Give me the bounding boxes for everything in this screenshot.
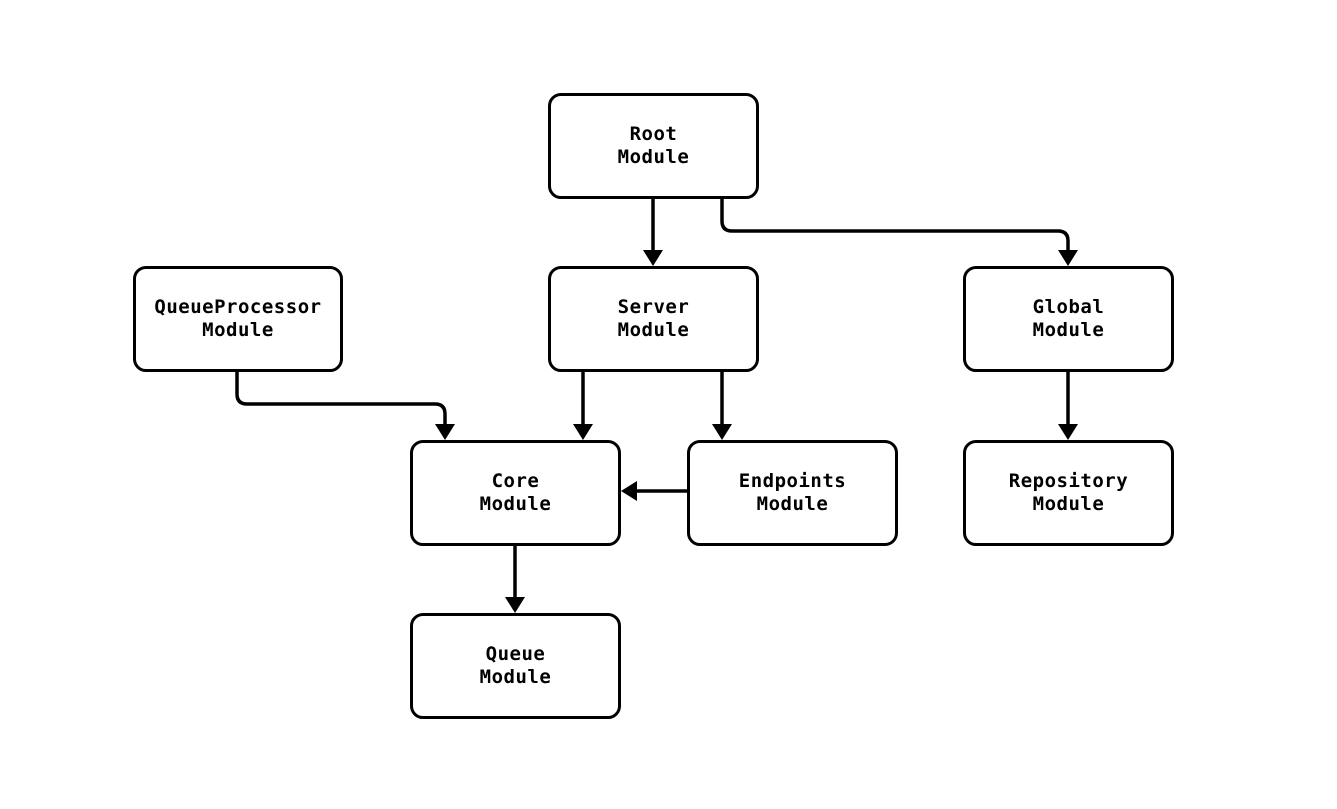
arrowhead-server-to-endpoints <box>712 424 732 440</box>
node-label-suffix: Module <box>1032 493 1105 515</box>
node-label-suffix: Module <box>756 493 829 515</box>
node-label-name: Global <box>1032 296 1105 318</box>
node-label-name: Root <box>629 123 678 145</box>
arrowhead-endpoints-to-core <box>621 481 637 501</box>
node-label-name: Repository <box>1008 470 1129 492</box>
arrowhead-server-to-core <box>573 424 593 440</box>
arrowhead-root-to-global <box>1058 250 1078 266</box>
node-label-suffix: Module <box>1032 319 1105 341</box>
edge-root-to-global <box>720 199 1070 258</box>
node-label-name: Endpoints <box>738 470 847 492</box>
node-label-name: QueueProcessor <box>154 296 322 318</box>
node-label-name: Server <box>617 296 690 318</box>
node-label-suffix: Module <box>479 666 552 688</box>
node-label-suffix: Module <box>617 319 690 341</box>
node-label-suffix: Module <box>479 493 552 515</box>
node-label-name: Core <box>491 470 540 492</box>
edge-queueprocessor-to-core <box>235 372 447 432</box>
node-label-name: Queue <box>485 643 546 665</box>
arrowhead-root-to-server <box>643 250 663 266</box>
arrowhead-global-to-repository <box>1058 424 1078 440</box>
arrowhead-queueprocessor-to-core <box>435 424 455 440</box>
node-label-suffix: Module <box>202 319 274 341</box>
node-label-suffix: Module <box>617 146 690 168</box>
arrowhead-core-to-queue <box>505 597 525 613</box>
